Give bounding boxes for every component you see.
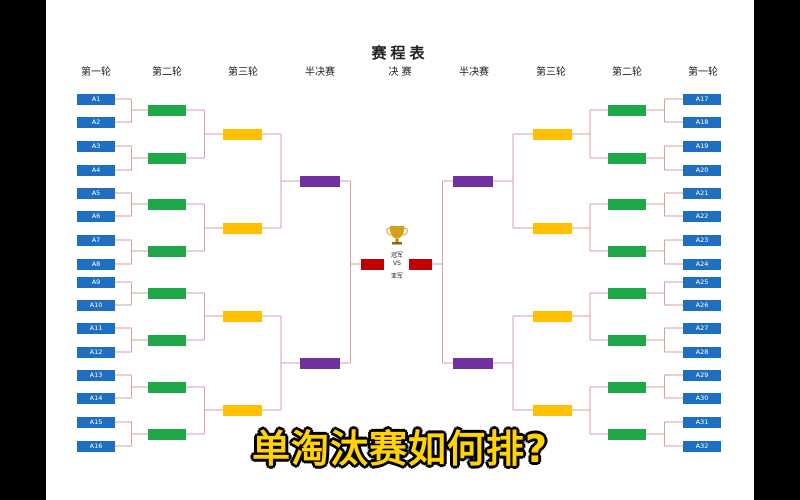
team-slot: A30 (683, 392, 721, 404)
round2-slot (148, 287, 186, 299)
round2-slot (148, 334, 186, 346)
team-slot: A17 (683, 93, 721, 105)
team-slot: A5 (77, 187, 115, 199)
round3-slot (223, 128, 262, 140)
team-slot: A2 (77, 116, 115, 128)
round3-slot (533, 128, 572, 140)
round-header: 第二轮 (612, 67, 642, 78)
team-slot: A6 (77, 210, 115, 222)
team-slot: A1 (77, 93, 115, 105)
team-slot: A24 (683, 258, 721, 270)
semifinal-slot (300, 175, 340, 187)
team-slot: A28 (683, 346, 721, 358)
round-header: 半决赛 (305, 67, 335, 78)
team-slot: A18 (683, 116, 721, 128)
team-slot: A14 (77, 392, 115, 404)
round2-slot (608, 428, 646, 440)
team-slot: A3 (77, 140, 115, 152)
round-header: 第一轮 (688, 67, 718, 78)
round3-slot (533, 310, 572, 322)
final-slot-left (361, 258, 384, 270)
team-slot: A25 (683, 276, 721, 288)
round-header: 第一轮 (81, 67, 111, 78)
team-slot: A4 (77, 164, 115, 176)
round2-slot (608, 334, 646, 346)
team-slot: A32 (683, 440, 721, 452)
round2-slot (608, 287, 646, 299)
round3-slot (223, 310, 262, 322)
round-header: 决 赛 (388, 67, 412, 78)
round2-slot (148, 198, 186, 210)
round2-slot (608, 152, 646, 164)
round2-slot (148, 245, 186, 257)
team-slot: A22 (683, 210, 721, 222)
round-header: 第三轮 (536, 67, 566, 78)
trophy-icon (386, 226, 408, 245)
round-header: 半决赛 (459, 67, 489, 78)
round3-slot (533, 222, 572, 234)
round3-slot (533, 404, 572, 416)
round2-slot (608, 104, 646, 116)
team-slot: A15 (77, 416, 115, 428)
round2-slot (148, 381, 186, 393)
round-header: 第二轮 (152, 67, 182, 78)
team-slot: A9 (77, 276, 115, 288)
team-slot: A31 (683, 416, 721, 428)
final-caption: 亚军 (390, 273, 403, 280)
round3-slot (223, 404, 262, 416)
round2-slot (148, 152, 186, 164)
team-slot: A11 (77, 322, 115, 334)
team-slot: A7 (77, 234, 115, 246)
team-slot: A21 (683, 187, 721, 199)
round2-slot (608, 245, 646, 257)
overlay-caption: 单淘汰赛如何排? (251, 427, 549, 471)
team-slot: A12 (77, 346, 115, 358)
round2-slot (608, 198, 646, 210)
round3-slot (223, 222, 262, 234)
round2-slot (608, 381, 646, 393)
team-slot: A10 (77, 299, 115, 311)
team-slot: A13 (77, 369, 115, 381)
team-slot: A16 (77, 440, 115, 452)
semifinal-slot (453, 175, 493, 187)
final-caption: VS (393, 260, 401, 267)
team-slot: A27 (683, 322, 721, 334)
page-title: 赛程表 (371, 44, 429, 62)
team-slot: A29 (683, 369, 721, 381)
team-slot: A26 (683, 299, 721, 311)
round2-slot (148, 104, 186, 116)
final-slot-right (409, 258, 432, 270)
team-slot: A20 (683, 164, 721, 176)
final-caption: 冠军 (390, 252, 403, 259)
round-header: 第三轮 (228, 67, 258, 78)
team-slot: A23 (683, 234, 721, 246)
semifinal-slot (453, 357, 493, 369)
team-slot: A19 (683, 140, 721, 152)
round2-slot (148, 428, 186, 440)
team-slot: A8 (77, 258, 115, 270)
semifinal-slot (300, 357, 340, 369)
